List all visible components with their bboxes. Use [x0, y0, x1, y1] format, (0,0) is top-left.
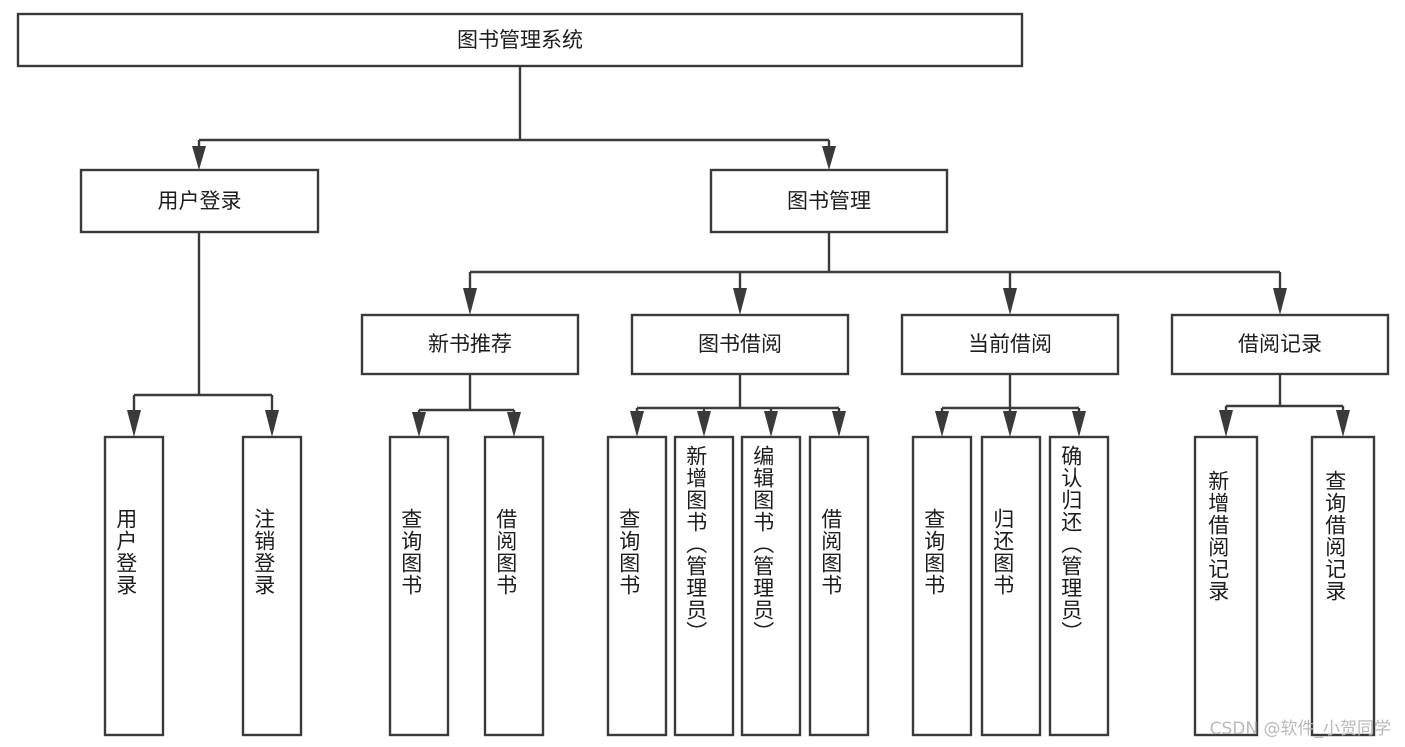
node-new-book-recommend[interactable]: 新书推荐	[360, 313, 580, 376]
node-leaf-return-book-label: 归还图书	[991, 508, 1015, 596]
node-borrow-record-box[interactable]	[1170, 313, 1390, 376]
edge-layer	[127, 66, 1350, 437]
arrow-head-leaf-query-book-3	[935, 411, 949, 437]
node-leaf-user-login-label: 用户登录	[114, 508, 138, 596]
node-leaf-confirm-return-admin-box[interactable]	[1048, 435, 1110, 737]
node-leaf-borrow-book-2[interactable]: 借阅图书	[808, 435, 870, 737]
node-leaf-query-book-3-label: 查询图书	[922, 508, 946, 596]
node-current-borrow-label: 当前借阅	[968, 332, 1052, 356]
node-book-manage-label: 图书管理	[787, 189, 871, 213]
node-current-borrow[interactable]: 当前借阅	[900, 313, 1120, 376]
node-leaf-query-borrow-record-label: 查询借阅记录	[1323, 470, 1347, 602]
arrow-head-leaf-borrow-book-1	[507, 412, 521, 437]
arrow-head-user-login	[192, 146, 206, 170]
node-leaf-query-book-1[interactable]: 查询图书	[388, 435, 450, 737]
node-user-login-box[interactable]	[79, 168, 320, 234]
node-leaf-user-login-box[interactable]	[103, 435, 165, 737]
arrow-head-leaf-confirm-return-admin	[1072, 411, 1086, 437]
node-leaf-user-login[interactable]: 用户登录	[103, 435, 165, 737]
arrow-head-leaf-add-borrow-record	[1219, 410, 1233, 437]
node-leaf-query-book-2-box[interactable]	[606, 435, 668, 737]
arrow-head-leaf-query-book-1	[412, 412, 426, 437]
node-leaf-add-borrow-record-box[interactable]	[1193, 435, 1259, 737]
node-leaf-query-book-3[interactable]: 查询图书	[911, 435, 973, 737]
node-leaf-logout-login[interactable]: 注销登录	[241, 435, 303, 737]
node-leaf-add-book-admin-label: 新增图书（管理员）	[684, 445, 708, 643]
node-leaf-confirm-return-admin[interactable]: 确认归还（管理员）	[1048, 435, 1110, 737]
arrow-head-leaf-logout-login	[265, 410, 279, 437]
node-current-borrow-box[interactable]	[900, 313, 1120, 376]
node-user-login-label: 用户登录	[158, 189, 242, 213]
node-leaf-borrow-book-1-label: 借阅图书	[494, 508, 518, 596]
node-leaf-return-book-box[interactable]	[980, 435, 1042, 737]
node-leaf-confirm-return-admin-label: 确认归还（管理员）	[1059, 445, 1083, 643]
arrow-head-leaf-user-login	[127, 410, 141, 437]
node-borrow-record-label: 借阅记录	[1238, 332, 1322, 356]
node-book-borrow-box[interactable]	[630, 313, 850, 376]
node-leaf-query-book-2-label: 查询图书	[617, 508, 641, 596]
node-leaf-add-book-admin[interactable]: 新增图书（管理员）	[673, 435, 735, 737]
node-leaf-query-borrow-record-box[interactable]	[1310, 435, 1376, 737]
node-leaf-return-book[interactable]: 归还图书	[980, 435, 1042, 737]
node-leaf-query-book-3-box[interactable]	[911, 435, 973, 737]
node-leaf-edit-book-admin-label: 编辑图书（管理员）	[751, 445, 775, 643]
node-leaf-add-book-admin-box[interactable]	[673, 435, 735, 737]
node-borrow-record[interactable]: 借阅记录	[1170, 313, 1390, 376]
node-root-box[interactable]	[16, 12, 1024, 68]
node-new-book-recommend-box[interactable]	[360, 313, 580, 376]
node-leaf-borrow-book-1[interactable]: 借阅图书	[483, 435, 545, 737]
arrow-head-leaf-borrow-book-2	[832, 411, 846, 437]
arrow-head-leaf-query-book-2	[630, 411, 644, 437]
node-leaf-borrow-book-1-box[interactable]	[483, 435, 545, 737]
node-leaf-add-borrow-record-label: 新增借阅记录	[1206, 470, 1230, 602]
arrow-head-leaf-query-borrow-record	[1336, 410, 1350, 437]
node-new-book-recommend-label: 新书推荐	[428, 332, 512, 356]
node-root-label: 图书管理系统	[457, 28, 583, 52]
node-book-borrow[interactable]: 图书借阅	[630, 313, 850, 376]
node-book-manage[interactable]: 图书管理	[709, 168, 949, 234]
node-leaf-add-borrow-record[interactable]: 新增借阅记录	[1193, 435, 1259, 737]
node-leaf-edit-book-admin[interactable]: 编辑图书（管理员）	[740, 435, 802, 737]
arrow-head-leaf-edit-book-admin	[764, 411, 778, 437]
node-root[interactable]: 图书管理系统	[16, 12, 1024, 68]
node-leaf-query-book-2[interactable]: 查询图书	[606, 435, 668, 737]
arrow-head-borrow-record	[1273, 288, 1287, 315]
node-leaf-logout-login-label: 注销登录	[252, 508, 276, 596]
arrow-head-current-borrow	[1003, 288, 1017, 315]
node-book-manage-box[interactable]	[709, 168, 949, 234]
arrow-head-leaf-add-book-admin	[697, 411, 711, 437]
node-leaf-query-book-1-box[interactable]	[388, 435, 450, 737]
node-leaf-query-book-1-label: 查询图书	[399, 508, 423, 596]
node-leaf-borrow-book-2-label: 借阅图书	[819, 508, 843, 596]
arrow-head-leaf-return-book	[1003, 411, 1017, 437]
node-leaf-edit-book-admin-box[interactable]	[740, 435, 802, 737]
arrow-head-book-manage	[822, 146, 836, 170]
node-book-borrow-label: 图书借阅	[698, 332, 782, 356]
node-leaf-logout-login-box[interactable]	[241, 435, 303, 737]
node-user-login[interactable]: 用户登录	[79, 168, 320, 234]
node-leaf-query-borrow-record[interactable]: 查询借阅记录	[1310, 435, 1376, 737]
arrow-head-book-borrow	[733, 288, 747, 315]
arrow-head-new-book-recommend	[463, 288, 477, 315]
node-leaf-borrow-book-2-box[interactable]	[808, 435, 870, 737]
